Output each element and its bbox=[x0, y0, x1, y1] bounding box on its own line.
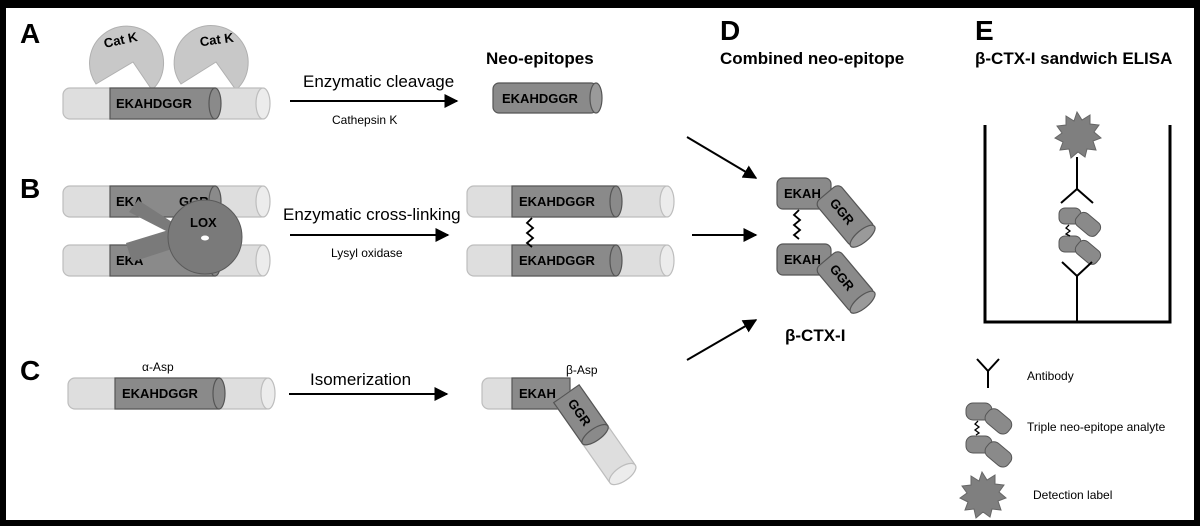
neo-epitopes-title: Neo-epitopes bbox=[486, 49, 594, 68]
d-ekah-bottom: EKAH bbox=[784, 252, 821, 267]
beta-asp-label: β-Asp bbox=[566, 363, 598, 377]
arrow-to-d-from-c bbox=[686, 319, 758, 361]
panel-d-label: D bbox=[720, 15, 740, 46]
isomerized-fiber: GGR EKAH bbox=[481, 377, 637, 486]
cross-linked-fiber-top: EKAHDGGR bbox=[466, 185, 675, 218]
panel-e: E β-CTX-I sandwich ELISA Antibody bbox=[959, 15, 1172, 519]
arrow-label-cleavage: Enzymatic cleavage bbox=[303, 72, 454, 91]
legend: Antibody Triple neo-epitope analyte Dete… bbox=[959, 358, 1166, 519]
panel-c: C α-Asp EKAHDGGR Isomerization GGR EKAH … bbox=[20, 355, 637, 486]
lysyl-oxidase-enzyme: LOX bbox=[126, 199, 243, 275]
legend-antibody-label: Antibody bbox=[1027, 369, 1074, 383]
cross-linked-fiber-bottom: EKAHDGGR bbox=[466, 244, 675, 277]
arrow-label-isomerization: Isomerization bbox=[310, 370, 411, 389]
panel-e-label: E bbox=[975, 15, 994, 46]
cathepsin-k-enzyme-right: Cat K bbox=[173, 25, 249, 91]
panel-a-label: A bbox=[20, 18, 40, 49]
beta-ctx-fragment-bottom: GGR EKAH bbox=[776, 243, 876, 314]
sequence-c: EKAHDGGR bbox=[122, 386, 198, 401]
crosslink-bond-d bbox=[792, 209, 802, 240]
legend-analyte-label: Triple neo-epitope analyte bbox=[1027, 420, 1166, 434]
d-ekah-top: EKAH bbox=[784, 186, 821, 201]
legend-antibody-icon bbox=[976, 358, 1000, 388]
arrow-sublabel-lysyl-oxidase: Lysyl oxidase bbox=[331, 246, 403, 260]
detection-label-star bbox=[1054, 110, 1102, 159]
panel-e-title: β-CTX-I sandwich ELISA bbox=[975, 49, 1172, 68]
neo-epitope-fragment: EKAHDGGR bbox=[492, 82, 603, 114]
arrow-to-d-from-a bbox=[686, 136, 758, 179]
legend-detection-icon bbox=[959, 470, 1007, 519]
collagen-fiber-a: EKAHDGGR bbox=[62, 87, 271, 120]
panel-d: D Combined neo-epitope GGR EKAH GGR EKAH… bbox=[686, 15, 904, 361]
beta-ctx-fragment-top: GGR EKAH bbox=[776, 177, 876, 248]
legend-analyte-icon bbox=[965, 402, 1013, 468]
arrow-sublabel-cathepsin: Cathepsin K bbox=[332, 113, 397, 127]
alpha-asp-label: α-Asp bbox=[142, 360, 174, 374]
cathepsin-k-label-left: Cat K bbox=[102, 29, 139, 51]
cathepsin-k-label-right: Cat K bbox=[199, 30, 235, 50]
panel-b-label: B bbox=[20, 173, 40, 204]
cathepsin-k-enzyme-left: Cat K bbox=[89, 25, 165, 91]
panel-d-title: Combined neo-epitope bbox=[720, 49, 904, 68]
panel-b: B EKA GGR EKA G LOX Enzymatic cross-link… bbox=[20, 173, 675, 277]
cross-linked-sequence-top: EKAHDGGR bbox=[519, 194, 595, 209]
isomerized-ekah: EKAH bbox=[519, 386, 556, 401]
panel-c-label: C bbox=[20, 355, 40, 386]
collagen-fiber-c: EKAHDGGR bbox=[67, 377, 276, 410]
neo-epitope-sequence: EKAHDGGR bbox=[502, 91, 578, 106]
lox-label: LOX bbox=[190, 215, 217, 230]
legend-detection-label: Detection label bbox=[1033, 488, 1112, 502]
collagen-fiber-b-top: EKA GGR bbox=[62, 185, 271, 218]
crosslink-bond-b bbox=[525, 217, 535, 248]
arrow-label-cross-linking: Enzymatic cross-linking bbox=[283, 205, 461, 224]
well-analyte bbox=[1058, 207, 1102, 265]
detection-antibody-arms bbox=[1060, 187, 1094, 204]
panel-a: A Cat K Cat K EKAHDGGR Enzymatic cleavag… bbox=[20, 18, 603, 127]
sequence-a: EKAHDGGR bbox=[116, 96, 192, 111]
beta-ctx-name: β-CTX-I bbox=[785, 326, 845, 345]
cross-linked-sequence-bottom: EKAHDGGR bbox=[519, 253, 595, 268]
